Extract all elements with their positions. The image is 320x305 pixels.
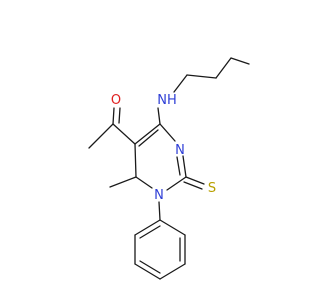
bond-c4-c5-double [138, 129, 159, 147]
bond-butyl-c1-nh [173, 74, 188, 93]
bond-c4-c5 [134, 123, 161, 145]
atom-label-ring-n3: N [175, 143, 185, 158]
bond-nh-c4 [157, 107, 161, 125]
bond-c5-c6 [134, 143, 137, 178]
bond-carbonyl-methyl [88, 123, 114, 149]
bond-c2-s-double [183, 181, 203, 190]
bond-ph-4-5-double [139, 260, 161, 274]
bond-c2-n3-double [176, 156, 181, 176]
bond-carbonyl-o [112, 107, 115, 125]
atom-label-thione-s: S [208, 181, 216, 196]
bond-c6-methyl [109, 176, 137, 188]
bond-butyl-c4-c3 [230, 57, 250, 65]
bond-c2-s [185, 176, 205, 185]
bond-ph-1-2 [159, 219, 186, 236]
bond-c5-carbonyl [112, 123, 136, 145]
bond-c2-n3 [182, 155, 187, 178]
atom-label-carbonyl-o: O [111, 93, 121, 108]
bond-carbonyl-o-double [118, 107, 121, 124]
bond-n1-c2 [166, 176, 187, 191]
bond-ph-3-4 [159, 263, 186, 280]
structure-canvas: NH O N N S [88, 57, 250, 280]
bond-c6-n1 [135, 176, 153, 189]
bond-butyl-c2-c1 [186, 74, 217, 79]
bond-ph-6-1 [134, 219, 161, 236]
bond-ph-4-5 [134, 263, 161, 280]
atom-label-amine-nh: NH [157, 93, 177, 108]
bond-n3-c4 [159, 123, 176, 142]
molecule-structure: NH O N N S [88, 57, 250, 280]
bond-butyl-c3-c2 [215, 57, 232, 79]
atom-label-ring-n1: N [154, 188, 164, 203]
bond-n1-phenyl [158, 201, 161, 221]
bond-ph-6-1-double [139, 225, 161, 239]
